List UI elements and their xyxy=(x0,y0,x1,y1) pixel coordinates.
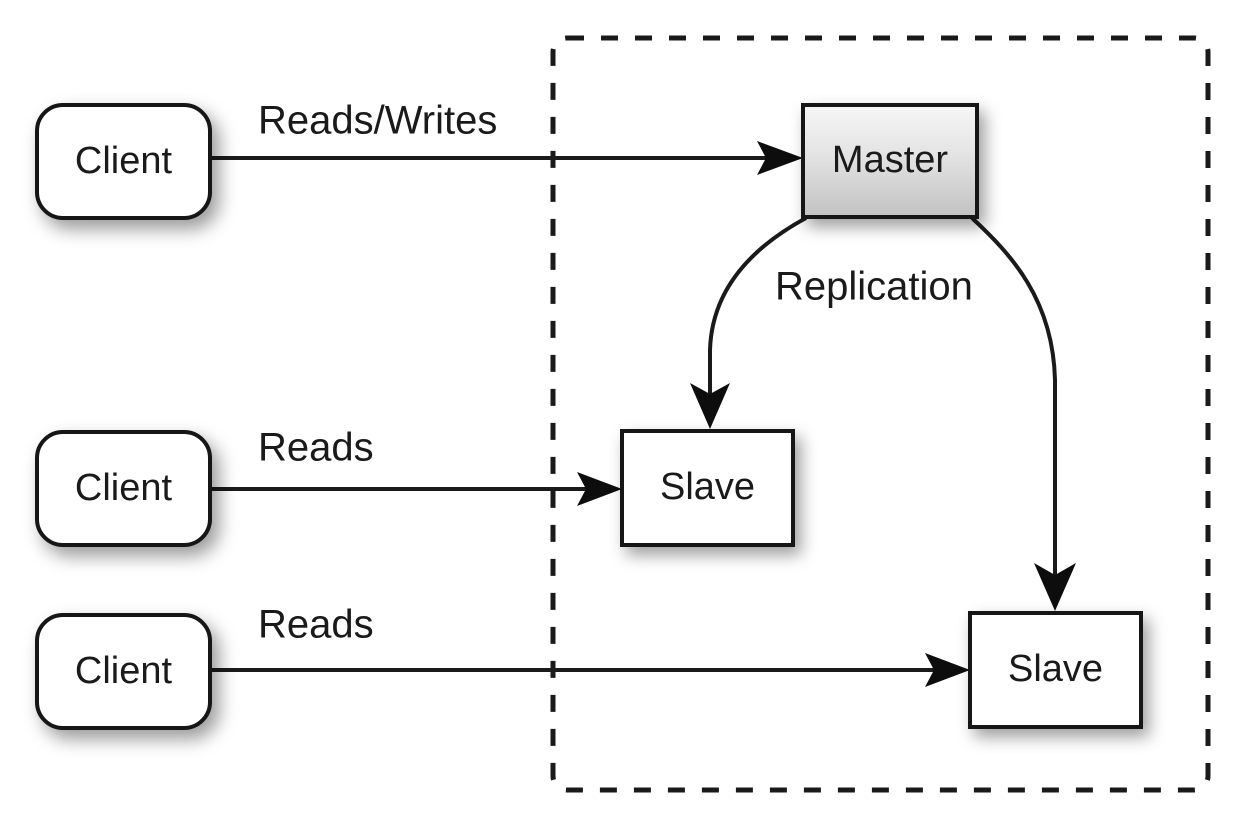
node-master[interactable]: Master xyxy=(801,103,979,219)
client-3-box[interactable] xyxy=(35,613,212,730)
edge-label-reads-writes: Reads/Writes xyxy=(258,99,497,143)
edge-client1-master xyxy=(210,141,803,175)
slave-2-box[interactable] xyxy=(968,611,1143,729)
edge-client1-master-arrowhead xyxy=(757,141,803,175)
client-2-label: Client xyxy=(75,467,173,509)
edge-master-slave1-curve xyxy=(708,216,807,400)
edge-master-slave2 xyxy=(970,216,1076,611)
edge-label-replication: Replication xyxy=(775,265,973,309)
node-client-3[interactable]: Client xyxy=(35,613,212,730)
client-1-box[interactable] xyxy=(35,103,212,220)
edge-master-slave2-curve xyxy=(970,216,1057,580)
edge-client3-slave2-arrowhead xyxy=(925,653,970,687)
master-box[interactable] xyxy=(801,103,979,219)
node-slave-1[interactable]: Slave xyxy=(620,429,795,547)
slave-2-label: Slave xyxy=(1008,648,1103,690)
edge-client2-slave1-arrowhead xyxy=(577,472,622,506)
edge-master-slave2-arrowhead xyxy=(1034,563,1076,611)
edge-client3-slave2 xyxy=(210,653,970,687)
client-1-label: Client xyxy=(75,140,173,182)
slave-1-label: Slave xyxy=(660,466,755,508)
node-slave-2[interactable]: Slave xyxy=(968,611,1143,729)
edge-client2-slave1 xyxy=(210,472,622,506)
edge-label-reads-1: Reads xyxy=(258,426,374,470)
slave-1-box[interactable] xyxy=(620,429,795,547)
client-2-box[interactable] xyxy=(35,430,212,547)
boundary-dashed-rect xyxy=(550,35,1211,793)
node-client-2[interactable]: Client xyxy=(35,430,212,547)
node-client-1[interactable]: Client xyxy=(35,103,212,220)
edge-label-reads-2: Reads xyxy=(258,603,374,647)
edge-master-slave1-arrowhead xyxy=(690,383,730,429)
master-label: Master xyxy=(832,139,948,181)
client-3-label: Client xyxy=(75,650,173,692)
edge-master-slave1 xyxy=(690,216,807,429)
